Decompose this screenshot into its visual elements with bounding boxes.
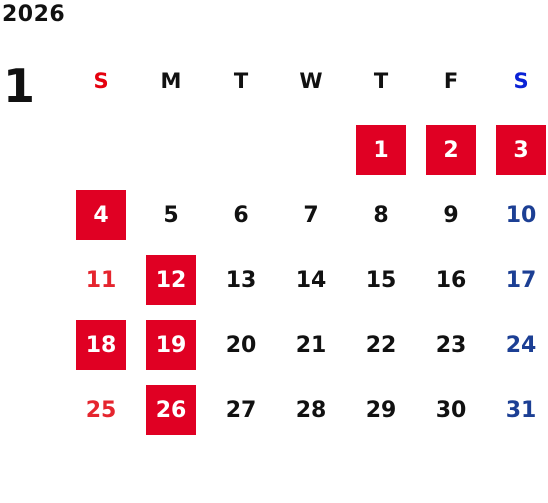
day-cell[interactable]: 12: [146, 255, 196, 305]
day-cell[interactable]: 3: [496, 125, 546, 175]
day-cell[interactable]: 29: [365, 397, 397, 423]
day-cell[interactable]: 15: [365, 267, 397, 293]
weekday-header: S: [513, 69, 529, 93]
day-cell[interactable]: 2: [426, 125, 476, 175]
day-cell[interactable]: 28: [295, 397, 327, 423]
day-cell[interactable]: 10: [505, 202, 537, 228]
day-cell[interactable]: 17: [505, 267, 537, 293]
day-cell[interactable]: 14: [295, 267, 327, 293]
weekday-header: T: [373, 69, 389, 93]
day-cell[interactable]: 11: [85, 267, 117, 293]
year-label: 2026: [2, 2, 66, 27]
day-cell[interactable]: 24: [505, 332, 537, 358]
day-cell[interactable]: 30: [435, 397, 467, 423]
day-cell[interactable]: 13: [225, 267, 257, 293]
day-cell[interactable]: 7: [303, 202, 319, 228]
day-cell[interactable]: 23: [435, 332, 467, 358]
day-cell[interactable]: 5: [163, 202, 179, 228]
day-cell[interactable]: 27: [225, 397, 257, 423]
weekday-header: F: [443, 69, 459, 93]
day-cell[interactable]: 20: [225, 332, 257, 358]
day-cell[interactable]: 6: [233, 202, 249, 228]
day-cell[interactable]: 1: [356, 125, 406, 175]
day-cell[interactable]: 4: [76, 190, 126, 240]
weekday-header: M: [160, 69, 182, 93]
weekday-header: S: [93, 69, 109, 93]
day-cell[interactable]: 9: [443, 202, 459, 228]
day-cell[interactable]: 16: [435, 267, 467, 293]
weekday-header: T: [233, 69, 249, 93]
day-cell[interactable]: 8: [373, 202, 389, 228]
day-cell[interactable]: 18: [76, 320, 126, 370]
day-cell[interactable]: 19: [146, 320, 196, 370]
day-cell[interactable]: 25: [85, 397, 117, 423]
month-number: 1: [3, 59, 36, 113]
day-cell[interactable]: 31: [505, 397, 537, 423]
weekday-header: W: [299, 69, 323, 93]
day-cell[interactable]: 26: [146, 385, 196, 435]
day-cell[interactable]: 21: [295, 332, 327, 358]
day-cell[interactable]: 22: [365, 332, 397, 358]
